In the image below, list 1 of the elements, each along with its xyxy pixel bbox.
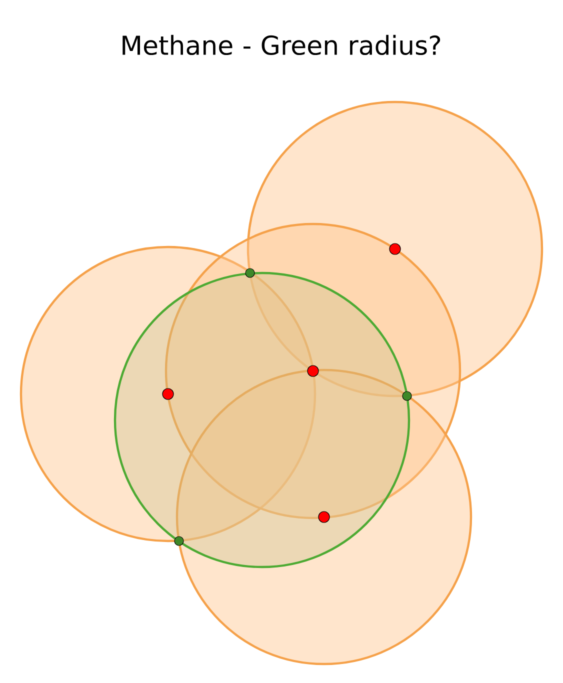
title: Methane - Green radius? (122, 34, 440, 56)
